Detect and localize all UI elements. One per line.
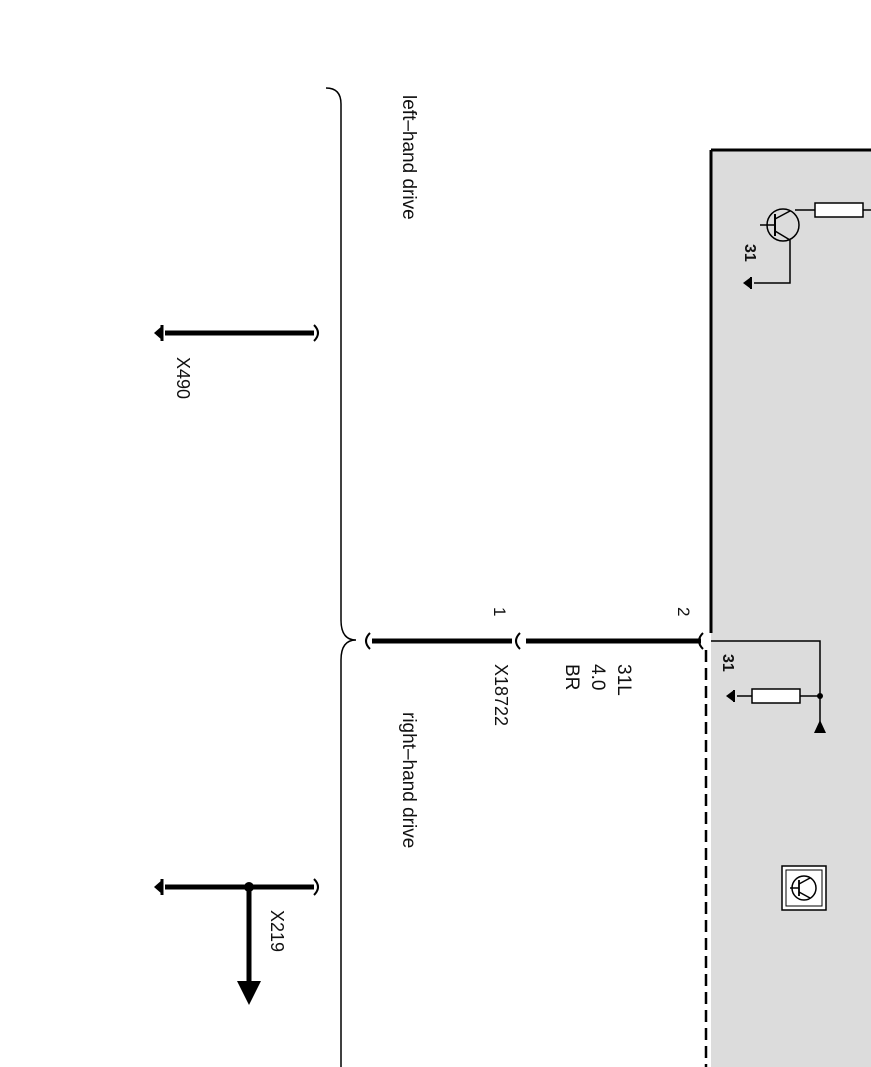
ground-x219-arrow — [154, 880, 162, 894]
left-hand-drive-label: left–hand drive — [398, 95, 419, 220]
brace-path — [325, 87, 357, 1067]
drive-variant-brace: left–hand drive right–hand drive — [325, 87, 419, 1067]
pin-1-label: 1 — [490, 607, 509, 616]
connector-x490-label: X490 — [173, 357, 193, 399]
transistor-collector — [774, 210, 791, 220]
ground-label-bottom: 31 — [719, 654, 736, 672]
ground-top-arrow — [743, 277, 751, 289]
junction-arrow — [814, 720, 826, 733]
pin2-hook — [698, 632, 704, 650]
module-body — [711, 150, 871, 1067]
ground-x490-arrow — [154, 326, 162, 340]
wire-color-label: BR — [561, 664, 582, 690]
resistor-top — [814, 202, 864, 218]
resistor-ground — [751, 688, 801, 704]
branch-x219-arrow — [237, 981, 261, 1005]
ground-bottom-arrow — [726, 690, 734, 702]
ground-point-x219: X219 — [154, 878, 319, 1005]
right-hand-drive-label: right–hand drive — [398, 712, 419, 848]
pin-2-label: 2 — [674, 607, 693, 616]
control-module: 31 31 — [704, 148, 871, 1067]
transistor-symbol-icon — [781, 865, 827, 911]
main-wire-31l: 2 1 31L 4.0 BR X18722 — [365, 607, 704, 726]
wire-x219-end-hook — [313, 878, 319, 896]
transistor-circuit: 31 — [741, 202, 871, 289]
connector-x219-label: X219 — [267, 910, 287, 952]
pin1-hook — [515, 632, 521, 650]
wire-emitter-to-ground — [754, 240, 791, 284]
wire-x490-end-hook — [313, 324, 319, 342]
wire-gauge-label: 4.0 — [587, 664, 608, 690]
ground-resistor-circuit: 31 — [711, 640, 826, 733]
brace-end-hook — [365, 632, 371, 650]
wire-terminal-label: 31L — [613, 664, 634, 696]
ground-label-top: 31 — [741, 244, 758, 262]
connector-x18722-label: X18722 — [491, 664, 511, 726]
ground-point-x490: X490 — [154, 324, 319, 399]
transistor-emitter — [774, 230, 791, 241]
